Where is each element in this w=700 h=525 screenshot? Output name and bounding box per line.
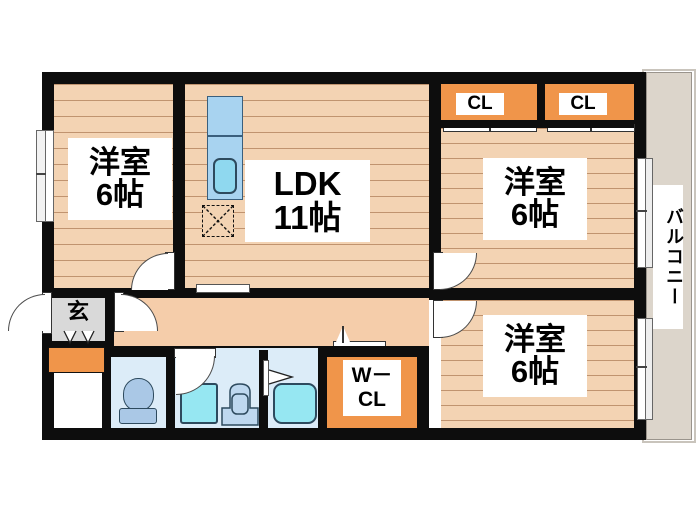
closet-wcl-label: W－ CL — [343, 360, 401, 416]
wcl-folding-door-line — [342, 326, 344, 343]
label-ldk: LDK 11帖 — [245, 160, 370, 242]
toilet-bowl — [123, 378, 154, 411]
wall-genkan-right — [105, 291, 114, 346]
kitchen-sink-bowl — [213, 158, 237, 194]
washroom-upper — [174, 348, 322, 358]
wall-left-bedroom-right — [173, 84, 185, 288]
room-fill-kitchen-alcove — [185, 84, 197, 288]
wall-corridor-top — [42, 288, 441, 298]
label-washitsu-lower-right: 洋室 6帖 — [483, 315, 587, 397]
outer-wall-top — [42, 72, 646, 84]
closet-cl-1-label: CL — [456, 93, 504, 115]
genkan-step-icon — [63, 330, 95, 345]
label-washitsu-left: 洋室 6帖 — [68, 138, 172, 220]
wall-bathroom-right — [318, 346, 327, 428]
window-upper-right-mullion — [636, 210, 647, 212]
kitchen-storage-x-icon — [202, 205, 234, 237]
bathroom-door-opening[interactable] — [263, 360, 269, 396]
genkan-tile — [52, 291, 105, 341]
window-left-bedroom-mullion — [36, 173, 46, 175]
closet-cl-2-label: CL — [559, 93, 607, 115]
wall-ldk-right — [429, 84, 441, 291]
shoe-cabinet — [48, 347, 105, 373]
entrance-label: 玄 — [66, 298, 89, 324]
label-washitsu-upper-right: 洋室 6帖 — [483, 158, 587, 240]
entrance-door-swing[interactable] — [8, 294, 45, 331]
wall-genkan-step — [42, 341, 114, 350]
window-left-bedroom-inner — [45, 130, 54, 222]
wall-storage-right — [102, 350, 111, 428]
wall-between-right-bedrooms — [429, 288, 634, 300]
kitchen-counter — [207, 96, 243, 136]
wall-between-closets — [537, 84, 545, 124]
wall-toilet-right — [166, 350, 175, 428]
outer-wall-left — [42, 72, 54, 440]
balcony-label: バルコニー — [653, 185, 684, 329]
outer-wall-bottom — [42, 428, 646, 440]
vanity-sink-icon — [221, 383, 259, 426]
window-lower-right-mullion — [636, 366, 647, 368]
bathtub — [273, 383, 317, 424]
wall-under-closets — [429, 120, 634, 128]
wall-wcl-right — [417, 346, 429, 428]
bathroom-folding-door-icon[interactable] — [268, 366, 294, 388]
window-upper-right-bedroom-outer — [645, 158, 653, 268]
window-lower-right-bedroom-outer — [645, 318, 653, 420]
toilet-tank — [119, 408, 157, 424]
window-corridor-top — [196, 284, 250, 293]
